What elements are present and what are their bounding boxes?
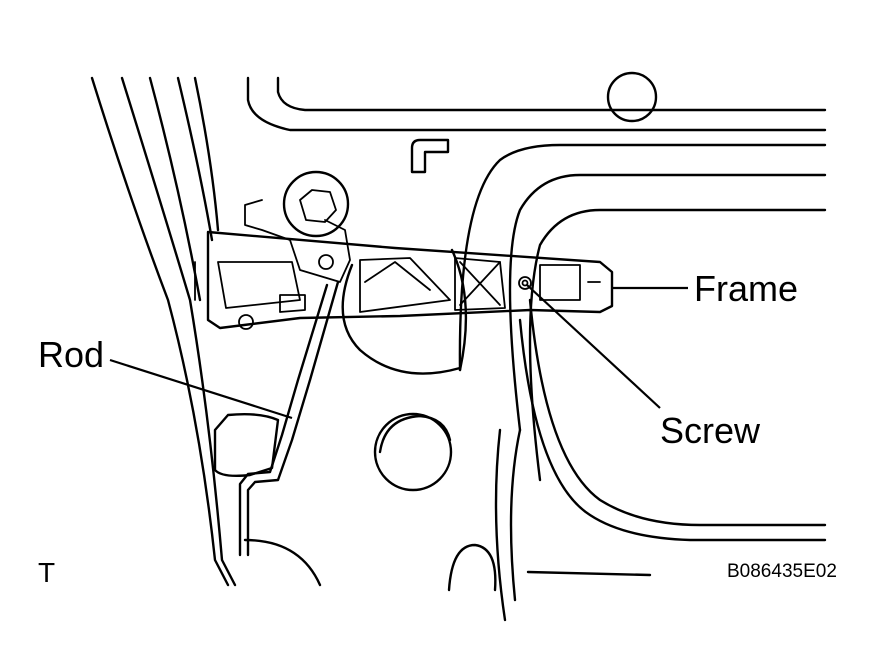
screw-leader	[526, 284, 661, 409]
handle-frame	[194, 230, 614, 330]
frame-arc-right	[450, 248, 468, 372]
inner-panel-curves	[458, 143, 827, 622]
figure-code: B086435E02	[727, 561, 837, 582]
frame-arc	[341, 263, 462, 375]
screw-label: Screw	[660, 410, 761, 451]
upper-panel-outline	[246, 76, 827, 132]
bottom-left-curve	[243, 538, 322, 587]
frame-label: Frame	[694, 268, 798, 309]
bottom-notch	[447, 543, 497, 592]
rod-leader	[109, 358, 293, 420]
door-edge-lines	[90, 76, 237, 587]
corner-mark: T	[38, 557, 55, 588]
rod-label: Rod	[38, 334, 104, 375]
latch-block	[213, 412, 280, 478]
upper-hole	[606, 71, 658, 123]
lower-hole	[373, 412, 453, 492]
bracket-mark	[410, 138, 450, 174]
latch-mechanism	[244, 170, 351, 313]
rod	[238, 280, 340, 557]
screw	[518, 276, 532, 290]
bottom-line	[526, 570, 652, 577]
